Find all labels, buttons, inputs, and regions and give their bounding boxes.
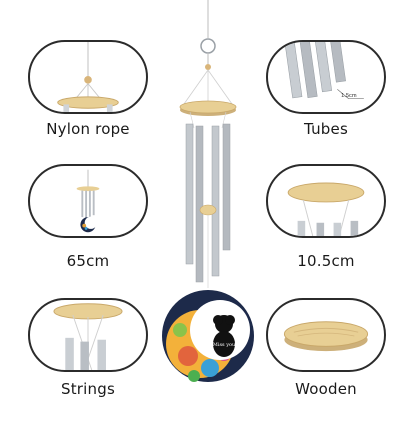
- wooden-panel: [266, 298, 386, 372]
- wind-chime-product: Miss you: [150, 0, 266, 416]
- pendant-text: Miss you: [213, 342, 236, 348]
- tubes-panel: 1.5cm: [266, 40, 386, 114]
- wooden-disc-icon: [283, 321, 369, 352]
- wooden-label: Wooden: [295, 380, 357, 398]
- strings-label: Strings: [61, 380, 115, 398]
- nylon-rope-panel: [28, 40, 148, 114]
- tubes-label: Tubes: [304, 120, 348, 138]
- length-label: 65cm: [66, 252, 110, 270]
- moon-pendant: Miss you: [162, 290, 254, 382]
- diameter-label: 10.5cm: [297, 252, 355, 270]
- strings-icon: [53, 303, 123, 370]
- wind-chime-image: Miss you: [162, 0, 254, 382]
- strings-panel: [28, 298, 148, 372]
- length-panel: [28, 164, 148, 238]
- tubes-callout: 1.5cm: [341, 93, 357, 99]
- nylon-rope-icon: [57, 42, 119, 112]
- top-ring-icon: [287, 182, 365, 236]
- tubes-icon: 1.5cm: [284, 42, 364, 100]
- hanging-ring: [200, 38, 216, 54]
- chime-length-icon: [76, 169, 100, 233]
- wooden-top: [179, 100, 237, 114]
- diameter-panel: [266, 164, 386, 238]
- nylon-rope-label: Nylon rope: [46, 120, 130, 138]
